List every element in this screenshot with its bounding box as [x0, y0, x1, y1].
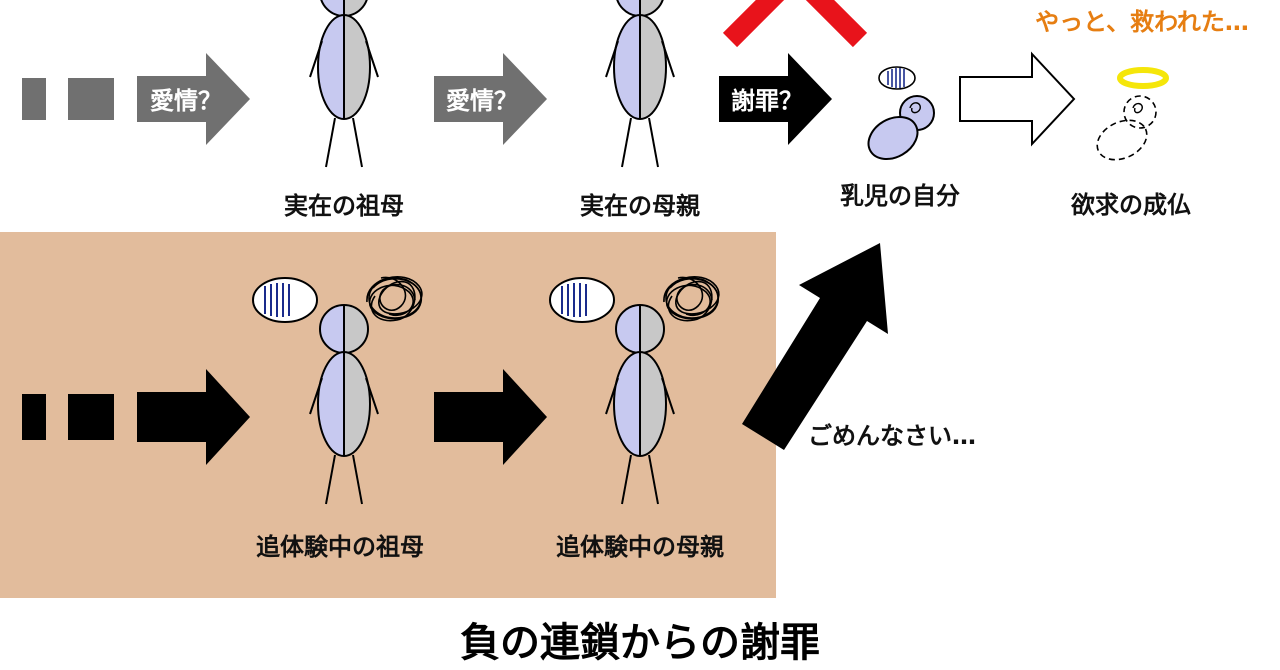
re-experienced-grandmother-label: 追体験中の祖母 [256, 533, 424, 561]
red-x-mark [722, 0, 868, 48]
infant-self-label: 乳児の自分 [840, 182, 960, 210]
real-mother-label: 実在の母親 [580, 192, 700, 220]
apology-diagonal-arrow [742, 243, 888, 450]
chain-arrow-2 [434, 369, 547, 465]
love-arrow-2 [434, 53, 547, 145]
ghost-figure [1096, 67, 1169, 161]
gray-dash [22, 78, 46, 120]
black-dash [68, 394, 114, 440]
arrow-label-apology: 謝罪？ [731, 87, 803, 115]
salvation-arrow [959, 51, 1076, 147]
real-grandmother-label: 実在の祖母 [284, 192, 404, 220]
love-arrow-1 [137, 53, 250, 145]
apology-arrow [719, 53, 832, 145]
real-mother-figure [606, 0, 674, 167]
apology-text: ごめんなさい… [808, 422, 976, 450]
infant-figure [867, 66, 935, 160]
real-grandmother-figure [310, 0, 378, 167]
relief-text: やっと、救われた… [1035, 8, 1249, 36]
gray-dash [68, 78, 114, 120]
arrow-label-love-2: 愛情？ [446, 87, 518, 115]
diagram-title: 負の連鎖からの謝罪 [460, 620, 820, 666]
black-dash [22, 394, 46, 440]
arrow-label-love-1: 愛情？ [150, 87, 222, 115]
re-experienced-mother-label: 追体験中の母親 [556, 533, 724, 561]
salvation-label: 欲求の成仏 [1070, 191, 1191, 219]
chain-arrow-1 [137, 369, 250, 465]
